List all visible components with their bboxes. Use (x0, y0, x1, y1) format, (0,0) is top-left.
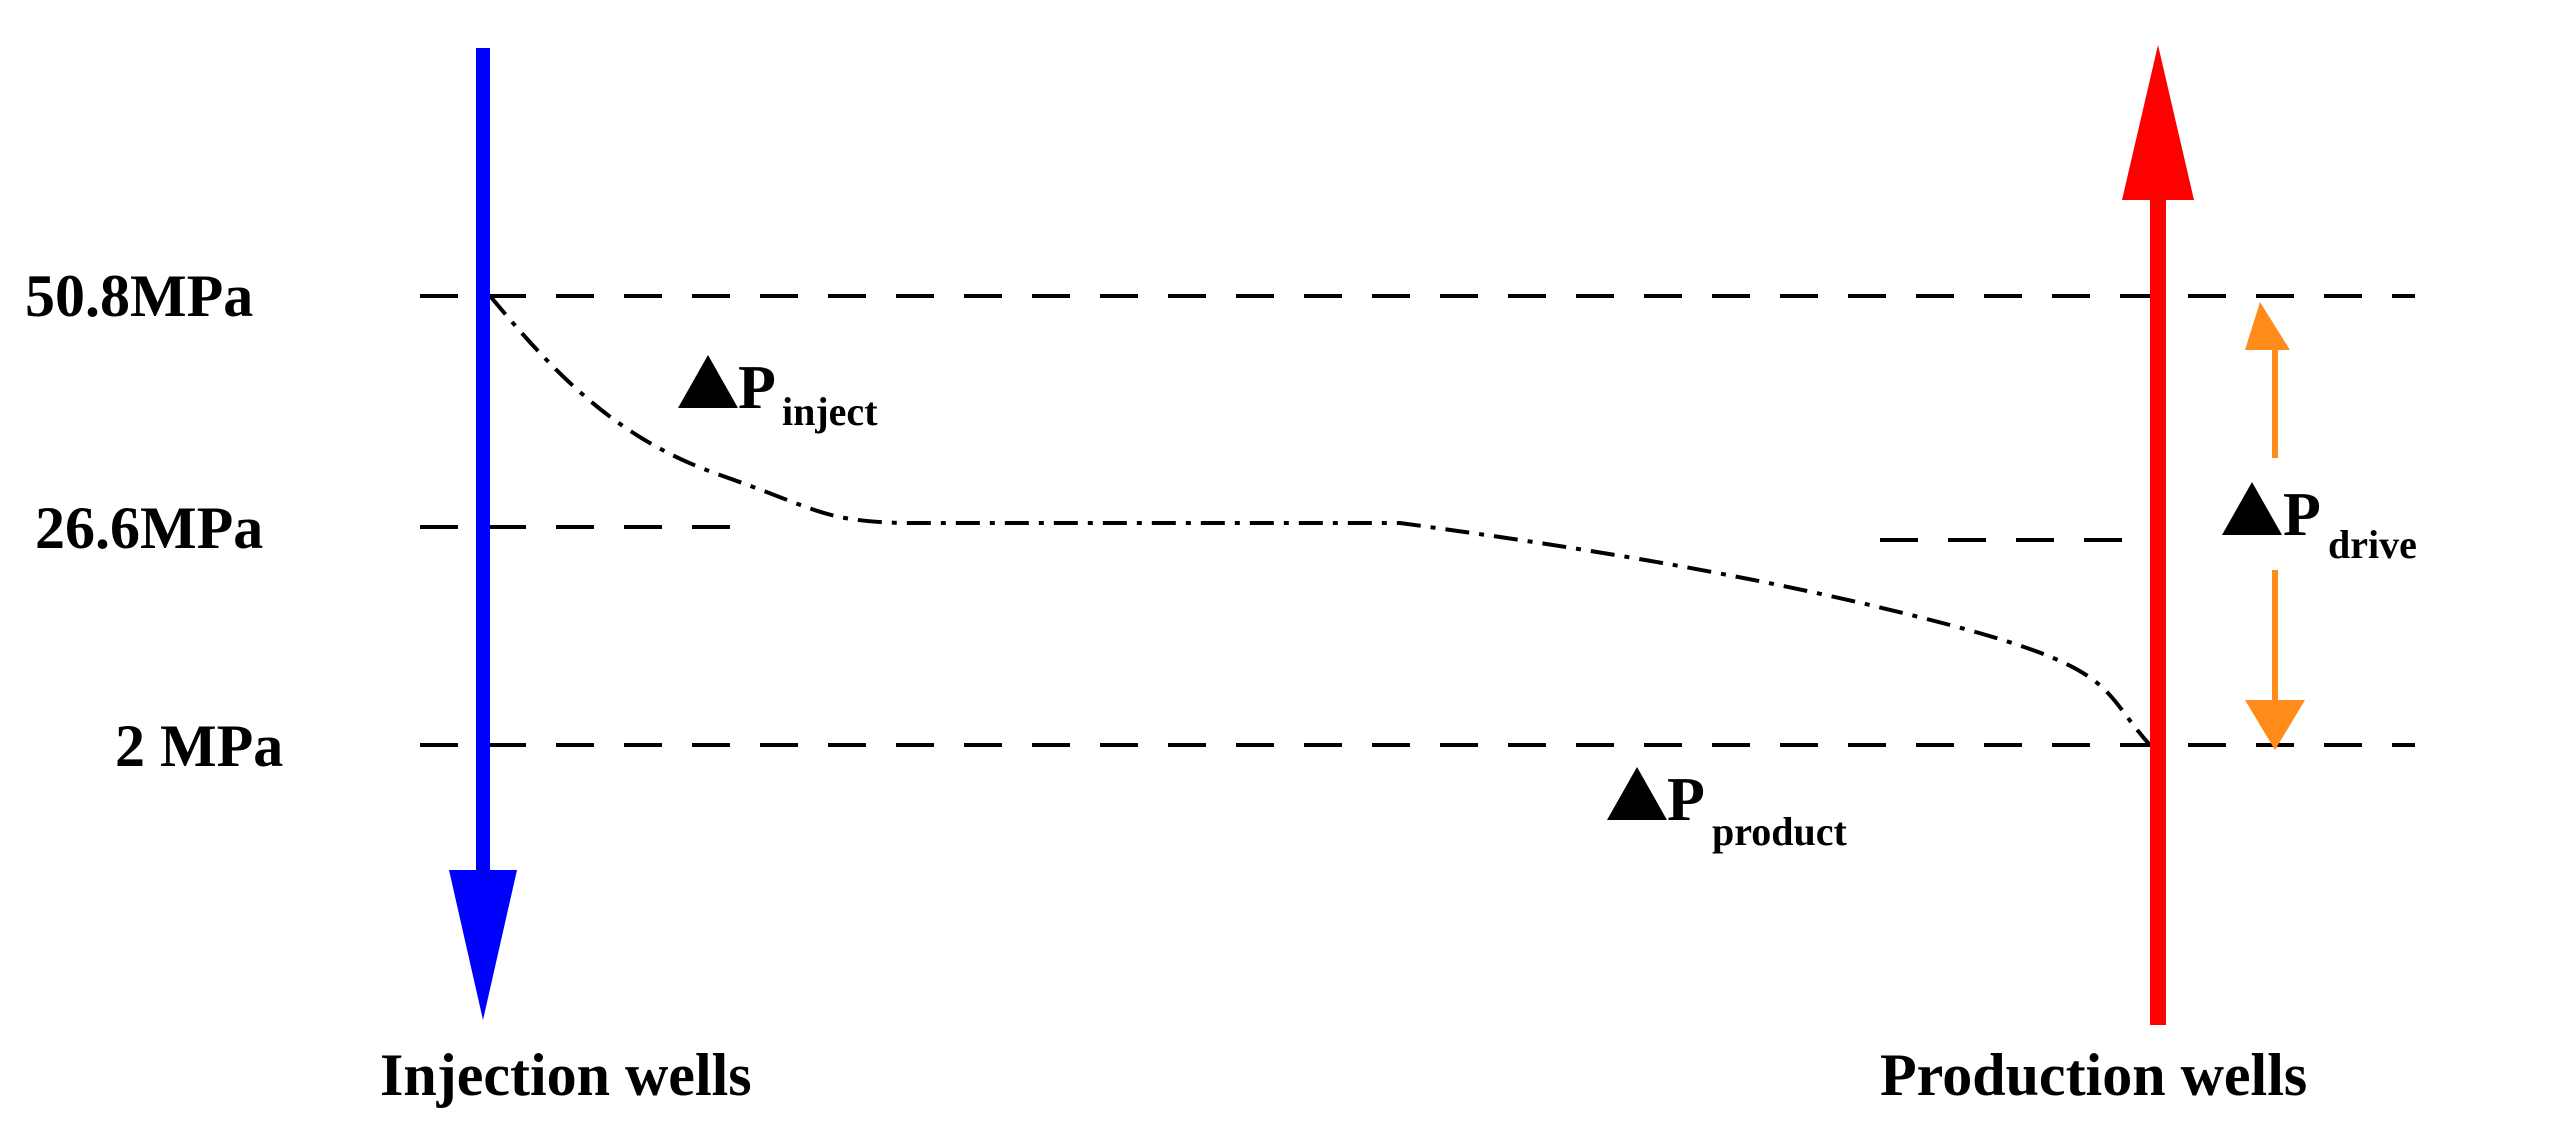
pressure-label-2: 2 MPa (115, 713, 283, 779)
drive-arrow-head-up (2245, 302, 2290, 350)
triangle-icon (678, 355, 738, 408)
triangle-icon (2222, 482, 2282, 535)
production-well-arrow (2122, 45, 2194, 1025)
injection-wells-label: Injection wells (380, 1042, 752, 1108)
delta-p-product-subscript: product (1712, 809, 1848, 854)
delta-p-inject-label: P inject (678, 354, 878, 434)
delta-p-product-symbol: P (1667, 766, 1705, 834)
pressure-label-50-8: 50.8MPa (25, 263, 253, 329)
delta-p-drive-label: P drive (2222, 481, 2417, 567)
delta-p-drive-symbol: P (2283, 481, 2321, 549)
pressure-label-26-6: 26.6MPa (35, 495, 263, 561)
injection-well-arrow (449, 48, 517, 1020)
delta-p-product-label: P product (1607, 766, 1848, 854)
delta-p-drive-subscript: drive (2328, 522, 2417, 567)
production-wells-label: Production wells (1880, 1042, 2307, 1108)
triangle-icon (1607, 767, 1667, 820)
pressure-drop-curve (488, 294, 2152, 747)
drive-arrow-head-down (2245, 700, 2305, 750)
delta-p-inject-symbol: P (738, 354, 776, 422)
drive-pressure-arrow (2245, 302, 2305, 750)
pressure-level-lines (420, 294, 2415, 747)
delta-p-inject-subscript: inject (782, 389, 878, 434)
